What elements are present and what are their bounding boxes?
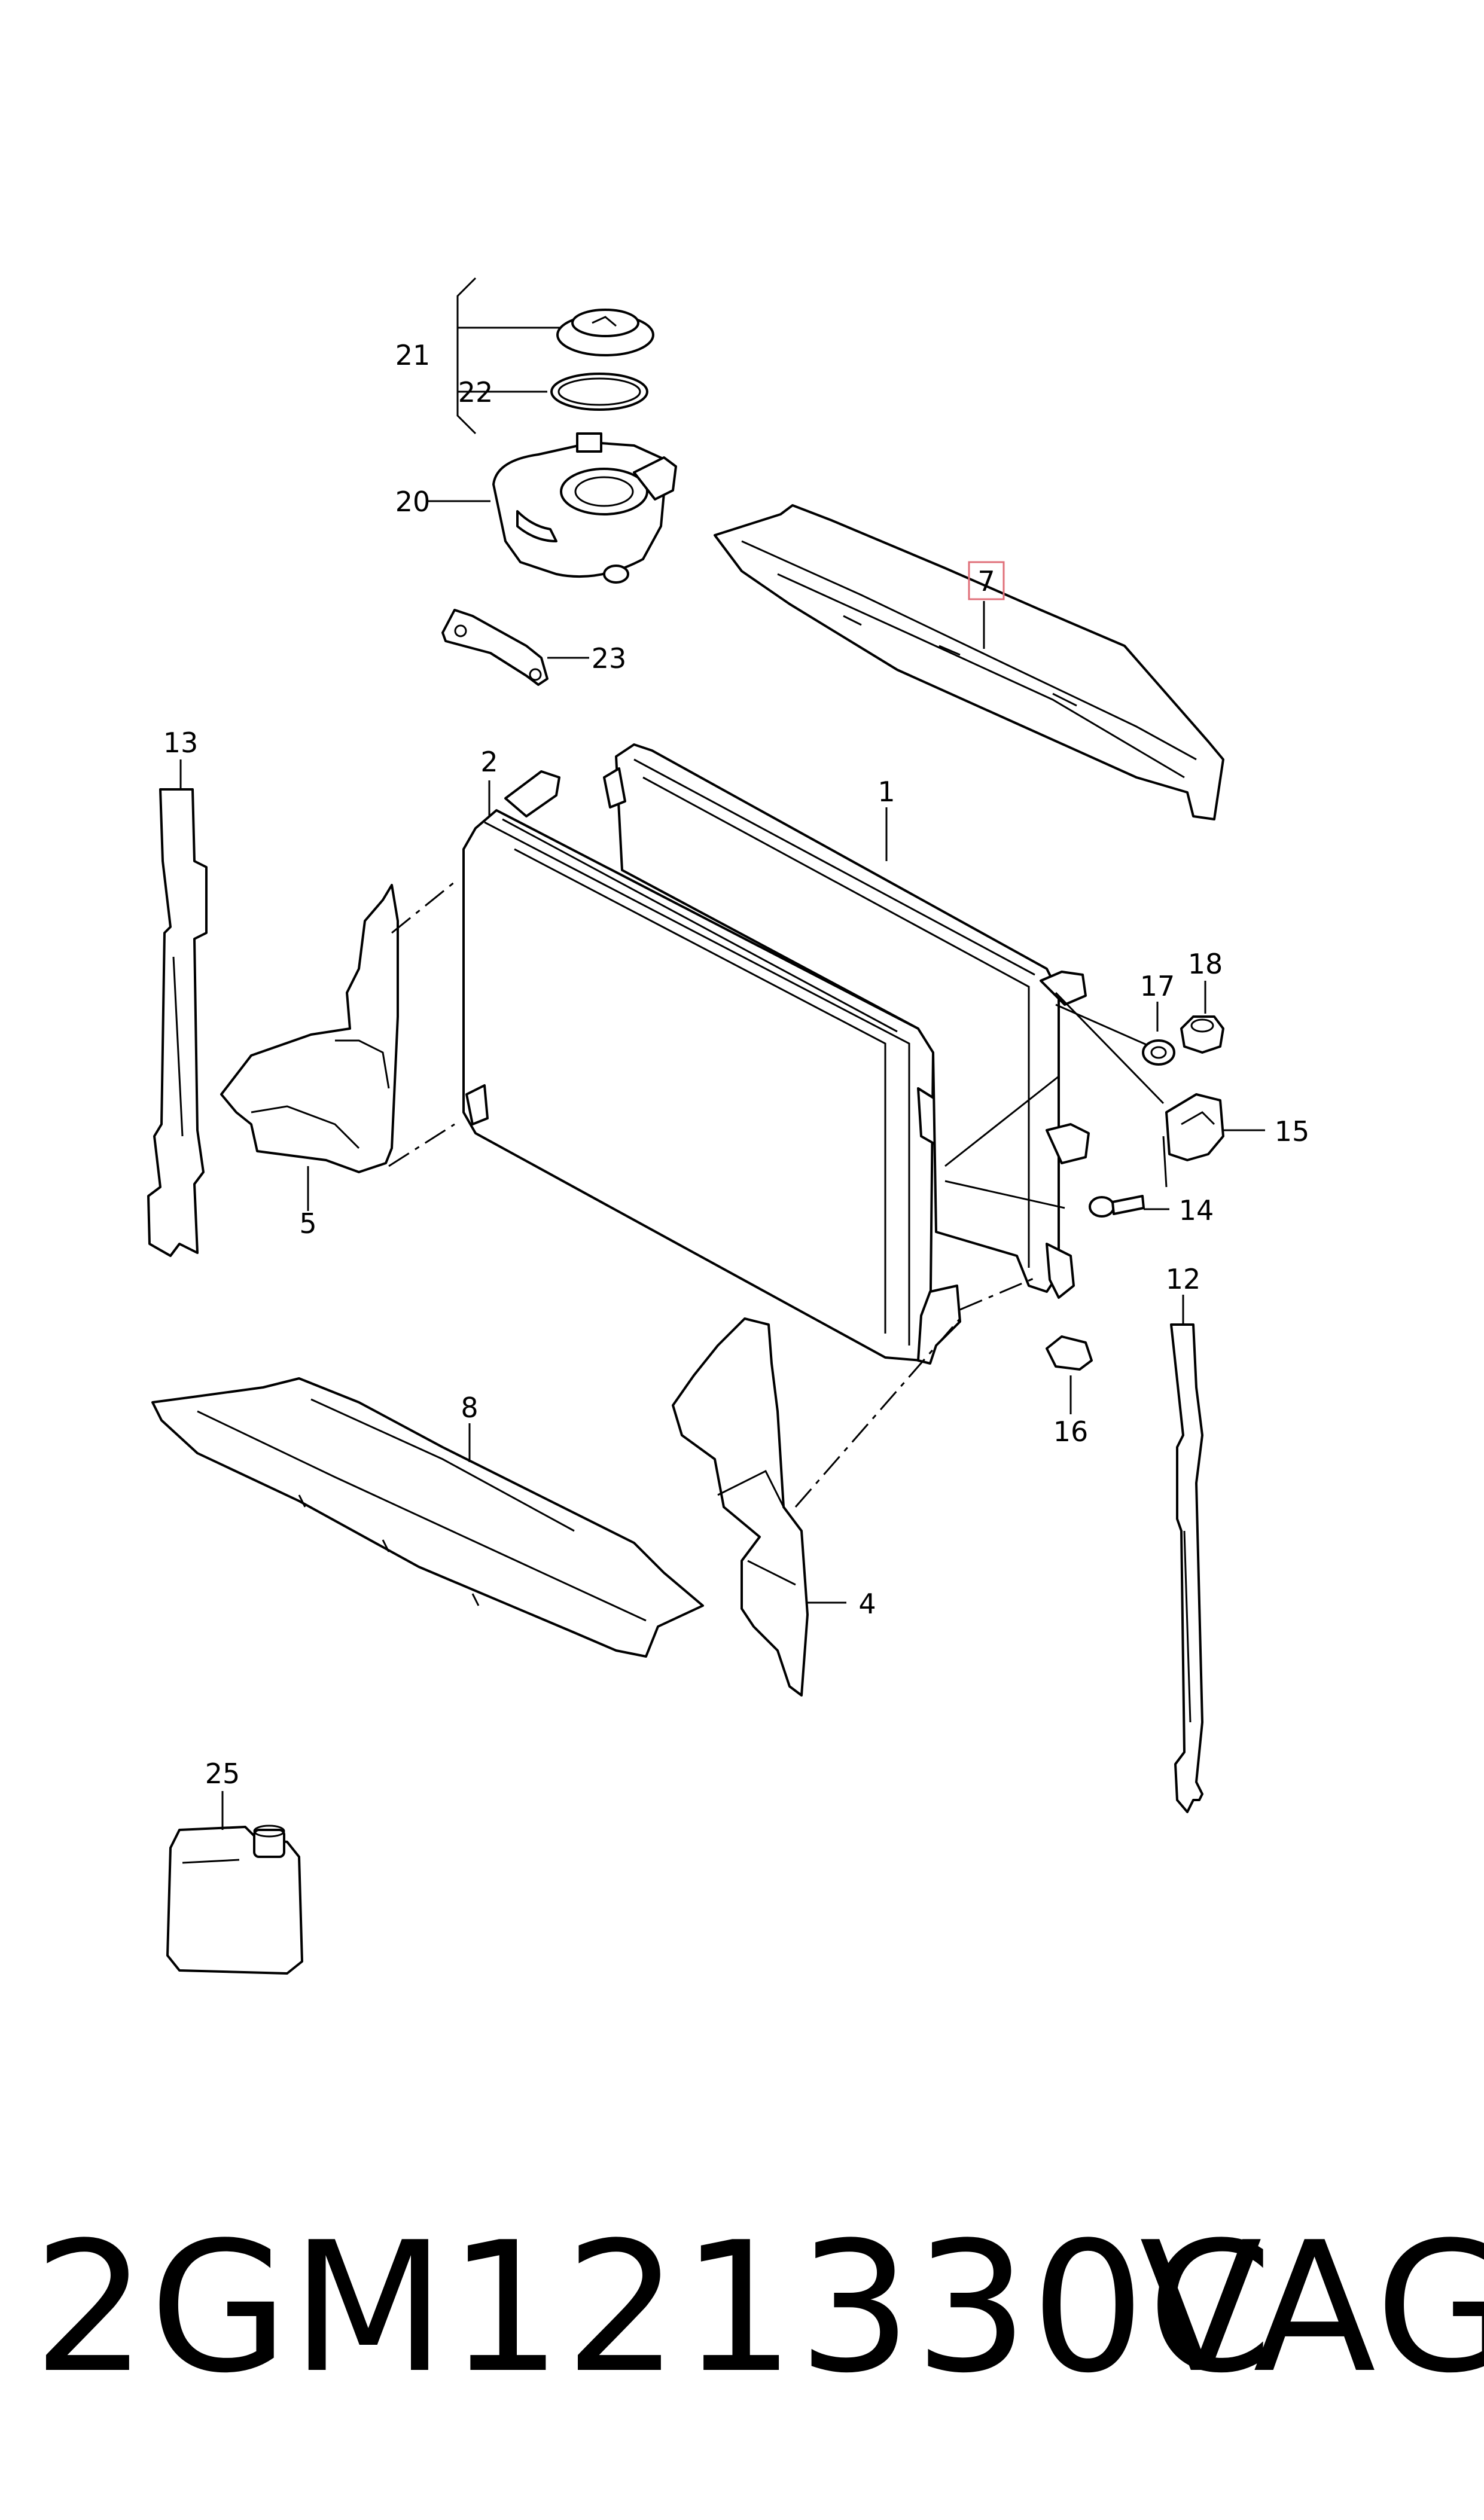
callout-4: 4 [858, 1588, 876, 1620]
callout-20: 20 [395, 486, 431, 518]
brand-label: VAG [1139, 2204, 1484, 2412]
highlight-box-7 [968, 561, 1005, 600]
rear-radiator [603, 743, 1165, 1311]
grommet-part [1046, 1335, 1093, 1414]
callout-8: 8 [461, 1392, 478, 1424]
tank-bracket [441, 609, 589, 686]
part-number-label: 2GM121330C [33, 2204, 1275, 2412]
callout-2: 2 [480, 746, 498, 778]
callout-17: 17 [1140, 970, 1175, 1002]
callout-16: 16 [1053, 1415, 1089, 1448]
callout-13: 13 [163, 727, 199, 759]
callout-1: 1 [877, 776, 895, 808]
callout-5: 5 [299, 1207, 316, 1240]
callout-7: 7 [977, 565, 995, 597]
cap-group [456, 277, 654, 435]
drain-plug-group [1142, 981, 1224, 1066]
left-seal-strip [147, 759, 208, 1257]
sensor-bracket [1162, 1093, 1265, 1188]
expansion-tank [428, 432, 677, 584]
lower-air-deflector [151, 1377, 704, 1658]
callout-15: 15 [1275, 1115, 1310, 1148]
coolant-container [166, 1791, 303, 1975]
callout-18: 18 [1188, 948, 1223, 980]
screw-part [1089, 1195, 1169, 1218]
left-air-guide [220, 881, 455, 1211]
right-air-guide [672, 1317, 961, 1697]
front-radiator [462, 770, 961, 1365]
callout-12: 12 [1166, 1263, 1201, 1295]
seal-ring-part [550, 373, 648, 411]
callout-21: 21 [395, 339, 431, 371]
callout-22: 22 [458, 376, 493, 408]
right-seal-strip [1170, 1295, 1203, 1813]
upper-air-duct [714, 504, 1224, 820]
callout-25: 25 [205, 1758, 240, 1790]
callout-14: 14 [1179, 1194, 1214, 1227]
callout-23: 23 [592, 642, 627, 675]
